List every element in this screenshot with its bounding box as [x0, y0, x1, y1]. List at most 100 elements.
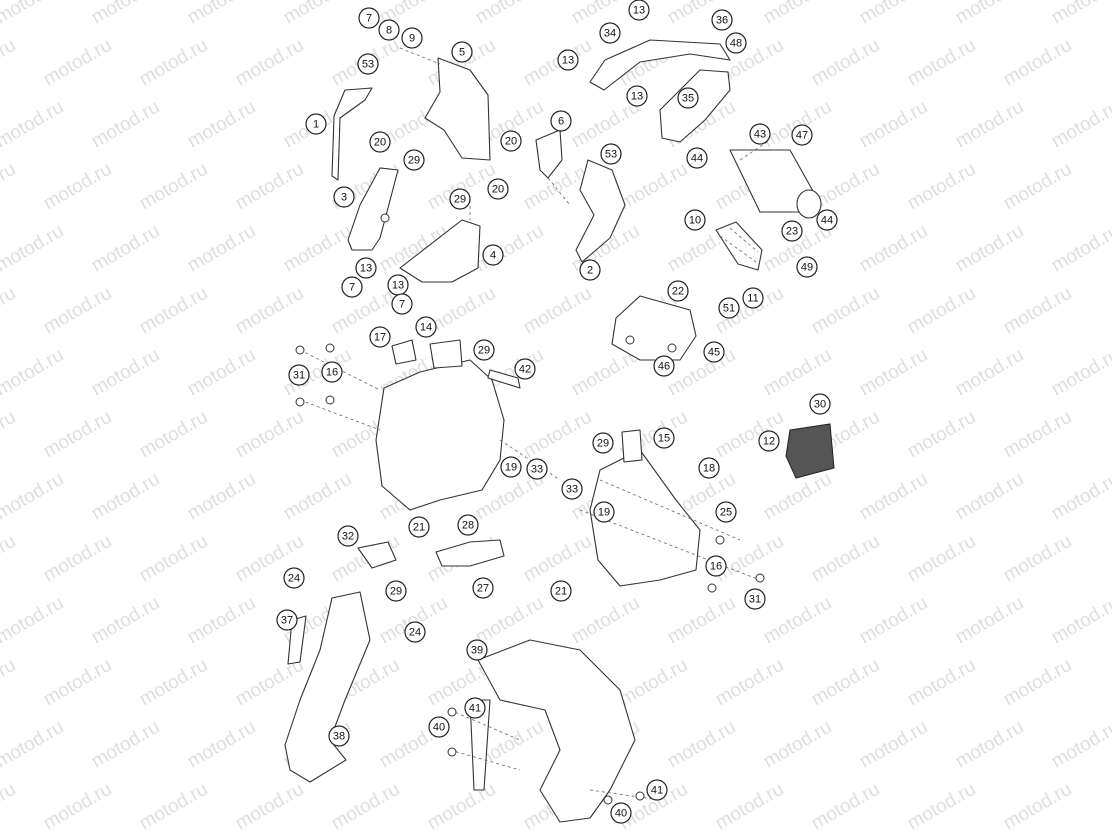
part-34-rail [589, 39, 731, 91]
callout-38: 38 [328, 725, 350, 747]
callout-circle [626, 85, 648, 107]
callout-7: 7 [391, 293, 413, 315]
watermark-text: motod.ru [136, 655, 211, 711]
callout-circle [341, 276, 363, 298]
callout-44: 44 [686, 147, 708, 169]
callout-circle [749, 123, 771, 145]
callout-label: 49 [801, 262, 813, 274]
watermark-text: motod.ru [664, 593, 739, 649]
watermark-text: motod.ru [616, 655, 691, 711]
callout-label: 18 [703, 463, 715, 475]
callout-23: 23 [781, 220, 803, 242]
watermark-text: motod.ru [232, 159, 307, 215]
callout-circle [796, 256, 818, 278]
watermark-text: motod.ru [184, 345, 259, 401]
callout-circle [592, 432, 614, 454]
watermark-text: motod.ru [136, 35, 211, 91]
part-38-nose-cover [284, 591, 371, 783]
callout-13: 13 [355, 257, 377, 279]
callout-label: 21 [555, 586, 567, 598]
callout-label: 24 [409, 627, 421, 639]
watermark-text: motod.ru [184, 0, 259, 28]
callout-circle [472, 577, 494, 599]
callout-circle [333, 186, 355, 208]
watermark-text: motod.ru [1048, 0, 1112, 28]
watermark-text: motod.ru [904, 655, 979, 711]
callout-29: 29 [449, 188, 471, 210]
watermark-text: motod.ru [1048, 97, 1112, 153]
callout-36: 36 [711, 9, 733, 31]
callout-40: 40 [610, 802, 632, 824]
callout-circle [550, 110, 572, 132]
callout-circle [321, 361, 343, 383]
callout-29: 29 [403, 149, 425, 171]
callout-circle [561, 478, 583, 500]
callout-label: 21 [413, 522, 425, 534]
watermark-text: motod.ru [88, 345, 163, 401]
callout-16: 16 [705, 555, 727, 577]
callout-label: 10 [689, 215, 701, 227]
watermark-text: motod.ru [1000, 655, 1075, 711]
callout-circle [718, 297, 740, 319]
callout-label: 13 [631, 91, 643, 103]
watermark-text: motod.ru [1048, 221, 1112, 277]
watermark-text: motod.ru [520, 531, 595, 587]
watermark-text: motod.ru [0, 531, 19, 587]
callout-label: 20 [374, 137, 386, 149]
callout-label: 46 [658, 361, 670, 373]
part-4-wedge-panel [399, 219, 481, 283]
watermark-text: motod.ru [40, 159, 115, 215]
part-1-strip [331, 87, 373, 181]
watermark-text: motod.ru [856, 97, 931, 153]
watermark-text: motod.ru [856, 717, 931, 773]
callout-label: 3 [341, 192, 347, 204]
callout-label: 13 [562, 55, 574, 67]
watermark-text: motod.ru [472, 593, 547, 649]
callout-circle [473, 339, 495, 361]
callout-label: 16 [710, 561, 722, 573]
callout-25: 25 [715, 501, 737, 523]
callout-circle [715, 501, 737, 523]
callout-label: 6 [558, 116, 564, 128]
part-28-bracket [435, 539, 505, 567]
callout-circle [610, 802, 632, 824]
part-6-bracket [535, 129, 563, 179]
part-5-side-panel [424, 57, 491, 161]
watermark-text: motod.ru [856, 221, 931, 277]
watermark-text: motod.ru [184, 97, 259, 153]
watermark-text: motod.ru [1048, 717, 1112, 773]
callout-label: 25 [720, 507, 732, 519]
callout-circle [428, 716, 450, 738]
watermark-text: motod.ru [184, 469, 259, 525]
callout-circle [667, 280, 689, 302]
callout-circle [369, 131, 391, 153]
callout-circle [653, 355, 675, 377]
watermark-text: motod.ru [232, 407, 307, 463]
callout-30: 30 [809, 393, 831, 415]
callout-label: 13 [360, 263, 372, 275]
callout-label: 32 [342, 531, 354, 543]
callout-circle [593, 501, 615, 523]
watermark-text: motod.ru [520, 407, 595, 463]
callout-12: 12 [758, 430, 780, 452]
callout-circle [705, 555, 727, 577]
callout-circle [288, 364, 310, 386]
callout-label: 41 [651, 785, 663, 797]
callout-circle [781, 220, 803, 242]
callout-35: 35 [677, 87, 699, 109]
callout-label: 40 [433, 722, 445, 734]
callout-circle [758, 430, 780, 452]
callout-label: 12 [763, 436, 775, 448]
callout-circle [816, 209, 838, 231]
callout-circle [276, 609, 298, 631]
callout-20: 20 [487, 178, 509, 200]
callout-label: 1 [313, 119, 319, 131]
watermark-text: motod.ru [88, 717, 163, 773]
watermark-text: motod.ru [184, 717, 259, 773]
callout-46: 46 [653, 355, 675, 377]
callout-11: 11 [742, 287, 764, 309]
watermark-text: motod.ru [232, 35, 307, 91]
watermark-text: motod.ru [856, 345, 931, 401]
watermark-text: motod.ru [280, 469, 355, 525]
callout-18: 18 [698, 457, 720, 479]
